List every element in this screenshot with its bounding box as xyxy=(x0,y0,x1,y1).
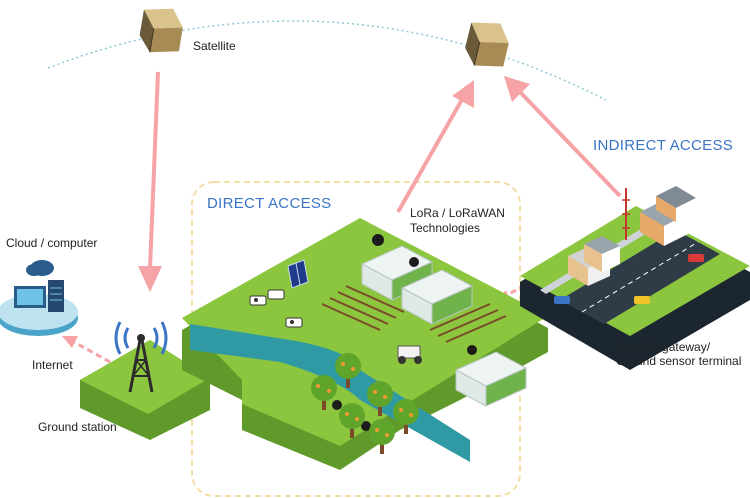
satellite-icon xyxy=(139,8,183,53)
car-icon xyxy=(554,254,704,304)
gateway-label-line1: Satellite gateway/ xyxy=(616,340,711,354)
gateway-label-line2: Ground sensor terminal xyxy=(616,354,742,368)
gateway-antenna-icon xyxy=(622,188,630,240)
lora-label-line1: LoRa / LoRaWAN xyxy=(410,206,505,220)
indirect-uplink-arrow xyxy=(504,76,622,198)
tractor-icon xyxy=(397,345,422,364)
internet-label: Internet xyxy=(32,358,73,372)
house-icon xyxy=(640,186,696,246)
crop-field xyxy=(321,285,507,343)
internet-link-arrow xyxy=(62,336,111,364)
satellite-orbit xyxy=(47,20,607,101)
direct-access-label: DIRECT ACCESS xyxy=(207,195,332,212)
radio-tower-icon xyxy=(114,321,168,393)
lora-label-line2: Technologies xyxy=(410,221,481,235)
satellite-label: Satellite xyxy=(193,39,236,53)
greenhouse-icon xyxy=(454,351,528,407)
river xyxy=(190,324,470,462)
indirect-access-label: INDIRECT ACCESS xyxy=(593,137,734,154)
ground-station-label: Ground station xyxy=(38,420,117,434)
cow-icon xyxy=(249,289,303,328)
greenhouse-icon xyxy=(400,269,474,325)
farm-land xyxy=(182,218,548,470)
solar-panel-icon xyxy=(287,259,309,289)
satellite-icon xyxy=(465,22,509,67)
cloud-computer-icon xyxy=(0,260,78,336)
house-icon xyxy=(568,236,620,286)
downlink-arrow xyxy=(138,71,162,292)
sensor-icon xyxy=(332,234,477,431)
cloud-computer-label: Cloud / computer xyxy=(6,236,98,250)
direct-uplink-arrow xyxy=(396,80,474,213)
tree-icon xyxy=(311,353,419,454)
